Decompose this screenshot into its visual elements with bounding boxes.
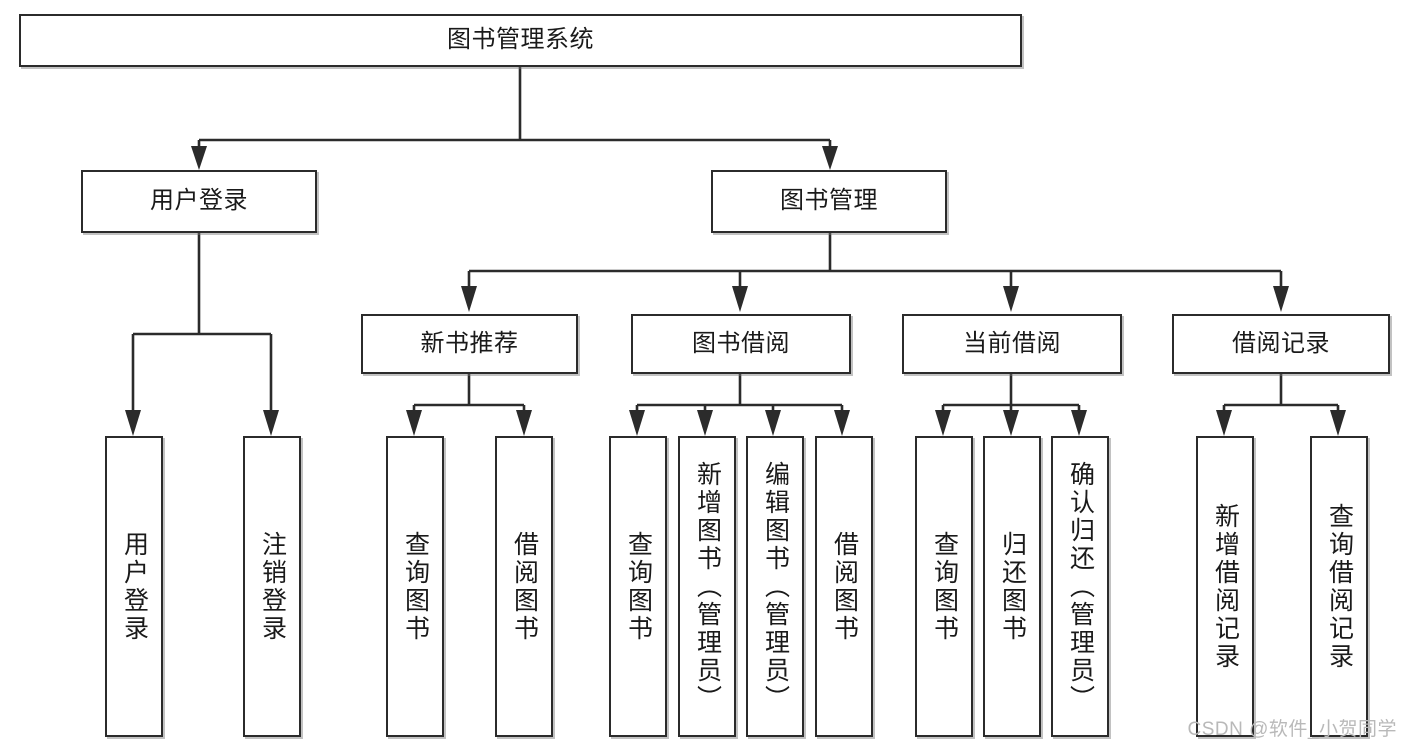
node-new-book-recommend-label: 新书推荐 bbox=[420, 329, 519, 357]
leaf-user-login-logout-label: 注销登录 bbox=[258, 530, 287, 643]
watermark-text: CSDN @软件_小贺同学 bbox=[1187, 719, 1397, 740]
leaf-new-book-borrow-label: 借阅图书 bbox=[510, 530, 539, 643]
leaf-user-login-logout[interactable]: 注销登录 bbox=[243, 436, 301, 737]
node-current-borrow[interactable]: 当前借阅 bbox=[902, 314, 1122, 374]
leaf-user-login-login-label: 用户登录 bbox=[120, 530, 149, 643]
node-book-borrow[interactable]: 图书借阅 bbox=[631, 314, 851, 374]
node-user-login-label: 用户登录 bbox=[150, 187, 248, 215]
leaf-user-login-login[interactable]: 用户登录 bbox=[105, 436, 163, 737]
leaf-borrow-record-query[interactable]: 查询借阅记录 bbox=[1310, 436, 1368, 737]
leaf-borrow-record-add-label: 新增借阅记录 bbox=[1211, 502, 1240, 671]
leaf-borrow-record-add[interactable]: 新增借阅记录 bbox=[1196, 436, 1254, 737]
leaf-new-book-query-label: 查询图书 bbox=[401, 530, 430, 643]
leaf-book-borrow-add[interactable]: 新增图书（管理员） bbox=[678, 436, 736, 737]
arrow-leaf-user-login-0 bbox=[125, 410, 141, 436]
leaf-new-book-borrow[interactable]: 借阅图书 bbox=[495, 436, 553, 737]
arrow-leaf-current-borrow-1 bbox=[1003, 410, 1019, 436]
arrow-leaf-book-borrow-2 bbox=[765, 410, 781, 436]
node-borrow-record[interactable]: 借阅记录 bbox=[1172, 314, 1390, 374]
leaf-book-borrow-edit-label: 编辑图书（管理员） bbox=[761, 460, 790, 713]
node-current-borrow-label: 当前借阅 bbox=[963, 329, 1061, 357]
leaf-current-borrow-confirm[interactable]: 确认归还（管理员） bbox=[1051, 436, 1109, 737]
arrow-to-borrow-record bbox=[1273, 286, 1289, 312]
arrow-leaf-current-borrow-0 bbox=[935, 410, 951, 436]
arrow-to-new-book bbox=[461, 286, 477, 312]
node-book-manage[interactable]: 图书管理 bbox=[711, 170, 947, 233]
leaf-current-borrow-query[interactable]: 查询图书 bbox=[915, 436, 973, 737]
leaf-current-borrow-return[interactable]: 归还图书 bbox=[983, 436, 1041, 737]
leaf-current-borrow-query-label: 查询图书 bbox=[930, 530, 959, 643]
leaf-book-borrow-query[interactable]: 查询图书 bbox=[609, 436, 667, 737]
node-new-book-recommend[interactable]: 新书推荐 bbox=[361, 314, 578, 374]
leaf-book-borrow-borrow-label: 借阅图书 bbox=[830, 530, 859, 643]
leaf-book-borrow-edit[interactable]: 编辑图书（管理员） bbox=[746, 436, 804, 737]
arrow-leaf-new-book-1 bbox=[516, 410, 532, 436]
arrow-to-book-manage bbox=[822, 146, 838, 170]
leaf-new-book-query[interactable]: 查询图书 bbox=[386, 436, 444, 737]
arrow-to-current-borrow bbox=[1003, 286, 1019, 312]
node-borrow-record-label: 借阅记录 bbox=[1232, 329, 1330, 357]
arrow-to-user-login bbox=[191, 146, 207, 170]
node-root-system[interactable]: 图书管理系统 bbox=[19, 14, 1022, 67]
leaf-book-borrow-add-label: 新增图书（管理员） bbox=[693, 460, 722, 713]
node-root-system-label: 图书管理系统 bbox=[447, 26, 594, 54]
node-book-borrow-label: 图书借阅 bbox=[692, 329, 790, 357]
arrow-leaf-user-login-1 bbox=[263, 410, 279, 436]
leaf-current-borrow-confirm-label: 确认归还（管理员） bbox=[1066, 460, 1095, 713]
arrow-leaf-book-borrow-1 bbox=[697, 410, 713, 436]
arrow-leaf-borrow-record-1 bbox=[1330, 410, 1346, 436]
node-user-login[interactable]: 用户登录 bbox=[81, 170, 317, 233]
arrow-leaf-borrow-record-0 bbox=[1216, 410, 1232, 436]
leaf-book-borrow-query-label: 查询图书 bbox=[624, 530, 653, 643]
leaf-borrow-record-query-label: 查询借阅记录 bbox=[1325, 502, 1354, 671]
arrow-leaf-book-borrow-3 bbox=[834, 410, 850, 436]
leaf-book-borrow-borrow[interactable]: 借阅图书 bbox=[815, 436, 873, 737]
arrow-leaf-new-book-0 bbox=[406, 410, 422, 436]
node-book-manage-label: 图书管理 bbox=[780, 187, 878, 215]
leaf-current-borrow-return-label: 归还图书 bbox=[998, 530, 1027, 643]
arrow-leaf-book-borrow-0 bbox=[629, 410, 645, 436]
arrow-leaf-current-borrow-2 bbox=[1071, 410, 1087, 436]
arrow-to-book-borrow bbox=[732, 286, 748, 312]
